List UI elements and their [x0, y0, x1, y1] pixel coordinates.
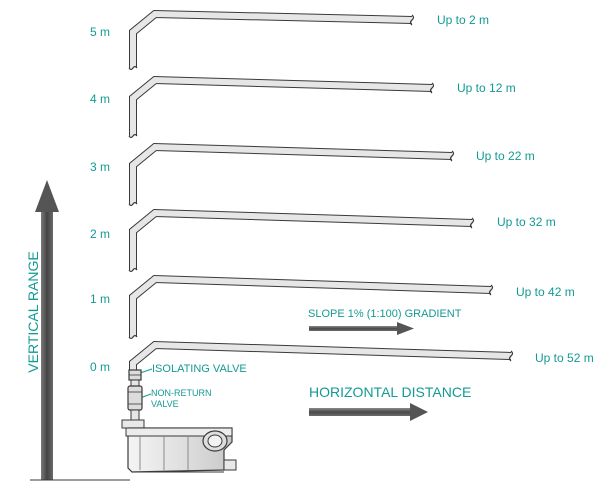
pipe-break-mark-start [128, 201, 138, 207]
non-return-valve-icon [127, 379, 143, 423]
run-label-52m: Up to 52 m [535, 351, 594, 365]
pipe-break-mark-start [128, 65, 138, 71]
height-label-0m: 0 m [90, 360, 110, 374]
height-label-2m: 2 m [90, 227, 110, 241]
run-label-42m: Up to 42 m [516, 285, 575, 299]
run-label-32m: Up to 32 m [497, 215, 556, 229]
height-label-5m: 5 m [90, 25, 110, 39]
run-label-12m: Up to 12 m [457, 81, 516, 95]
pipe-break-mark-start [128, 133, 138, 139]
vertical-range-arrow [35, 180, 59, 480]
run-labels: Up to 2 m Up to 12 m Up to 22 m Up to 32… [437, 13, 594, 365]
pipe-break-mark-end [429, 82, 435, 94]
run-label-22m: Up to 22 m [476, 149, 535, 163]
height-label-4m: 4 m [90, 92, 110, 106]
height-label-1m: 1 m [90, 292, 110, 306]
height-label-3m: 3 m [90, 160, 110, 174]
horizontal-distance-label: HORIZONTAL DISTANCE [309, 384, 471, 400]
height-labels: 5 m 4 m 3 m 2 m 1 m 0 m [90, 25, 110, 374]
slope-gradient-label: SLOPE 1% (1:100) GRADIENT [308, 308, 462, 320]
non-return-valve-label-line1: NON-RETURN [151, 388, 212, 398]
pipe-run-3m [128, 142, 455, 207]
run-label-2m: Up to 2 m [437, 13, 489, 27]
pipe-break-mark-end [409, 14, 415, 26]
pipe-run-4m [128, 75, 435, 139]
discharge-pipes [128, 9, 514, 372]
pipe-break-mark-end [488, 284, 494, 296]
isolating-valve-label: ISOLATING VALVE [152, 363, 247, 375]
pipe-run-2m [128, 208, 475, 273]
pipe-break-mark-end [469, 217, 475, 229]
pipe-break-mark-end [508, 350, 514, 362]
pipe-run-5m [128, 9, 415, 71]
isolating-valve-icon [128, 369, 142, 381]
macerator-pump-icon [121, 419, 237, 473]
pipe-break-mark-start [128, 334, 138, 340]
slope-arrow [309, 322, 414, 335]
horizontal-distance-arrow [309, 403, 428, 421]
pipe-break-mark-start [128, 267, 138, 273]
vertical-range-label: VERTICAL RANGE [25, 251, 41, 372]
pipe-run-0m [129, 340, 514, 372]
pipe-break-mark-end [449, 150, 455, 162]
non-return-valve-label-line2: VALVE [151, 399, 179, 409]
pipe-run-1m [128, 274, 494, 340]
